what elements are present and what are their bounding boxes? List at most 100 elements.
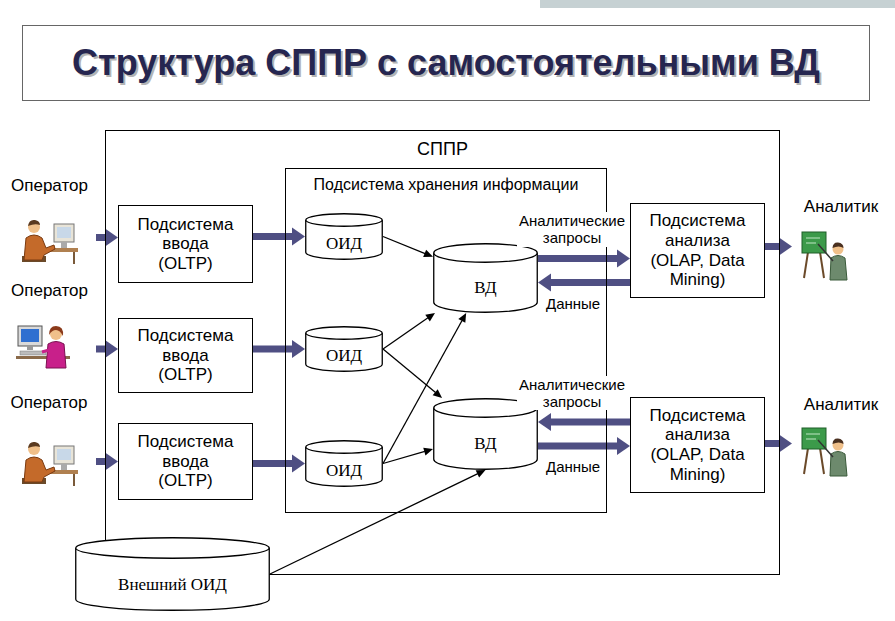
connector-shaft — [551, 419, 631, 426]
arrow-head — [292, 455, 305, 473]
actor-node: Оператор — [2, 393, 96, 500]
connector-arrow — [383, 313, 435, 349]
connector-arrow — [270, 470, 486, 574]
analyst-icon — [802, 428, 847, 476]
connector-shaft — [270, 474, 478, 574]
connector-shaft — [253, 460, 293, 467]
arrow-head — [617, 437, 630, 455]
operator-icon — [16, 326, 70, 368]
operator-icon-part — [57, 449, 71, 460]
cylinder-top — [306, 327, 383, 339]
analyst-icon-part — [820, 252, 824, 278]
process-box: Подсистема ввода (OLTP) — [118, 423, 253, 500]
node-label: Подсистема анализа (OLAP, Data Mining) — [642, 406, 754, 484]
analyst-icon-part — [833, 242, 844, 248]
operator-icon-part — [24, 457, 55, 482]
operator-icon-part — [21, 329, 39, 342]
operator-icon-part — [42, 350, 49, 352]
operator-icon-part — [61, 242, 67, 248]
node-label: ОИД — [326, 461, 362, 481]
process-box: Подсистема ввода (OLTP) — [118, 318, 253, 393]
actor-node: Аналитик — [792, 197, 890, 290]
node-label: Подсистема ввода (OLTP) — [138, 326, 234, 385]
process-box: Подсистема анализа (OLAP, Data Mining) — [630, 397, 765, 493]
node-label: ВД — [474, 434, 496, 454]
analyst-icon-part — [806, 439, 816, 440]
arrow-head — [105, 340, 118, 358]
arrow-head — [458, 313, 466, 323]
node-label: Подсистема ввода (OLTP) — [138, 432, 234, 491]
connector-shaft — [253, 233, 293, 240]
arrow-head — [105, 453, 118, 471]
arrow-head — [423, 448, 433, 456]
cylinder-top — [306, 441, 383, 453]
operator-icon-part — [73, 474, 75, 486]
operator-icon-part — [24, 235, 55, 260]
actor-node: Аналитик — [792, 395, 890, 490]
analyst-icon — [802, 232, 847, 280]
operator-icon-part — [73, 252, 75, 264]
arrow-head — [433, 389, 442, 398]
connector-arrow — [253, 455, 305, 473]
analyst-icon-part — [818, 440, 833, 457]
operator-icon-part — [28, 442, 40, 448]
connector-arrow — [383, 237, 433, 258]
operator-icon-part — [57, 227, 71, 238]
operator-icon-part — [46, 342, 66, 369]
database-cylinder: ОИД — [305, 326, 383, 372]
connector-shaft — [765, 243, 780, 250]
process-box: Подсистема ввода (OLTP) — [118, 205, 253, 283]
node-label: Подсистема анализа (OLAP, Data Mining) — [642, 211, 754, 289]
connector-arrow — [765, 435, 792, 453]
connector-arrow — [538, 413, 630, 431]
arrow-head — [538, 274, 551, 292]
connector-shaft — [538, 443, 618, 450]
connector-arrow — [765, 238, 792, 256]
node-label: ОИД — [326, 234, 362, 254]
top-bar — [540, 0, 895, 8]
operator-icon-part — [54, 224, 74, 242]
process-box: Подсистема анализа (OLAP, Data Mining) — [630, 203, 765, 298]
operator-icon-part — [27, 346, 33, 350]
cylinder-top — [76, 538, 270, 559]
arrow-head — [292, 340, 305, 358]
actor-node: Оператор — [3, 176, 96, 270]
analyst-icon-part — [820, 448, 824, 474]
edge-label: Данные — [544, 295, 602, 312]
connector-shaft — [383, 318, 428, 349]
operator-icon — [22, 442, 78, 486]
edge-label: Аналитические запросы — [517, 212, 627, 247]
operator-icon — [22, 220, 78, 264]
actor-label: Аналитик — [804, 197, 878, 217]
edge-label: Данные — [544, 458, 602, 475]
connector-arrow — [96, 229, 118, 247]
analyst-icon-part — [830, 256, 847, 281]
connector-arrow — [538, 437, 630, 455]
node-label: ОИД — [326, 346, 362, 366]
connector-arrow — [538, 274, 630, 292]
arrow-head — [476, 470, 486, 478]
arrow-head — [423, 250, 433, 257]
connector-shaft — [383, 451, 425, 463]
actor-label: Оператор — [11, 393, 88, 413]
node-label: Подсистема ввода (OLTP) — [138, 215, 234, 274]
connector-arrow — [96, 340, 118, 358]
analyst-icon-part — [818, 244, 833, 261]
operator-icon-part — [49, 326, 63, 336]
actor-label: Оператор — [11, 176, 88, 196]
actor-label: Оператор — [11, 281, 88, 301]
analyst-icon-part — [806, 434, 820, 435]
edge-label: Аналитические запросы — [517, 376, 627, 411]
connector-arrow — [383, 448, 433, 464]
cylinder-outline — [75, 537, 270, 611]
connector-arrow — [96, 453, 118, 471]
arrow-head — [105, 229, 118, 247]
node-label: Внешний ОИД — [118, 575, 227, 595]
database-cylinder: ОИД — [305, 440, 383, 487]
system-frame: СППРПодсистема хранения информацииОИДОИД… — [105, 130, 780, 575]
actor-node: Оператор — [3, 281, 96, 380]
analyst-icon-part — [806, 243, 816, 244]
connector-arrow — [538, 250, 630, 268]
connector-shaft — [551, 279, 631, 286]
arrow-head — [292, 228, 305, 246]
